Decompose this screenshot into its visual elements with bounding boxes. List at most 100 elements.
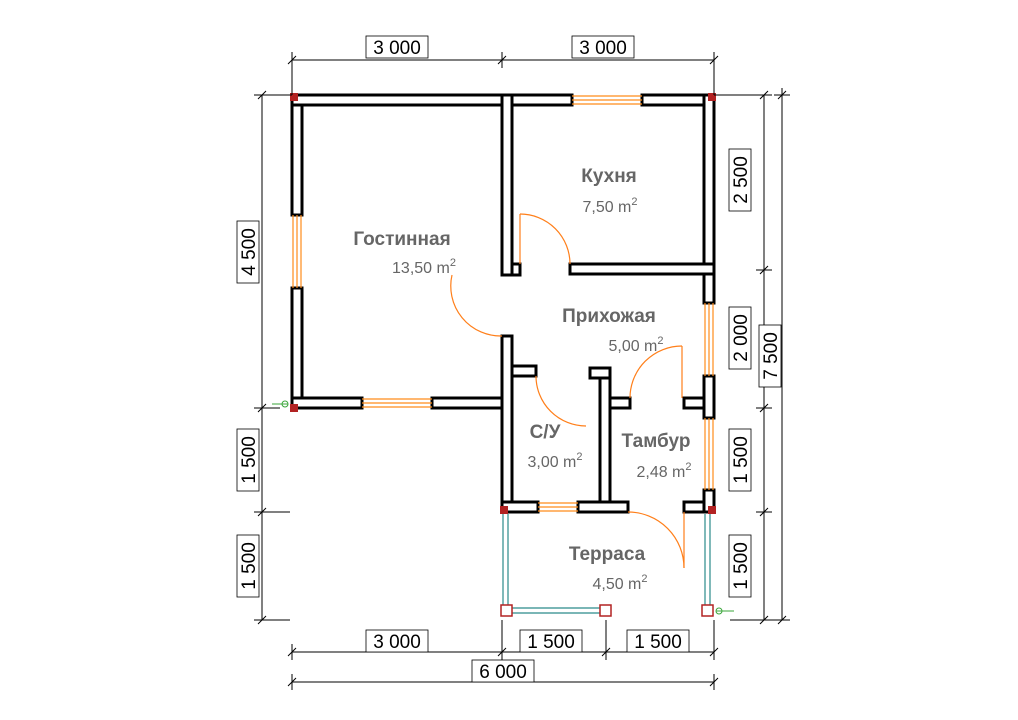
window-left-living (292, 215, 302, 288)
window-top-kitchen (572, 95, 642, 105)
room-bathroom-name: С/У (530, 422, 561, 443)
terrace-post-middle (599, 604, 612, 617)
room-vestibule-name: Тамбур (622, 431, 691, 452)
dim-left-2: 1 500 (236, 428, 260, 492)
room-living: Гостинная 13,50 m2 (353, 229, 456, 277)
doors (450, 213, 685, 569)
window-bottom-living (362, 398, 432, 408)
wall-vest-bottom-stub (682, 500, 706, 514)
dim-right-2-text: 2 000 (731, 314, 752, 362)
dimension-labels: 3 000 3 000 4 500 1 500 1 500 2 500 2 00… (236, 35, 782, 683)
room-bathroom-area: 3,00 m (527, 454, 576, 471)
post-bath (500, 506, 508, 514)
post-top-left (290, 93, 298, 101)
dim-right-2: 2 000 (728, 306, 752, 370)
svg-text:7,50 m2: 7,50 m2 (582, 196, 637, 216)
wall-bath-bottom-right (576, 500, 630, 514)
room-vestibule-area: 2,48 m (636, 464, 685, 481)
door-kitchen (519, 213, 571, 265)
dim-bottom-2-text: 1 500 (527, 632, 575, 653)
room-living-name: Гостинная (353, 229, 450, 250)
dim-left-2-text: 1 500 (239, 436, 260, 484)
wall-living-kitchen-stub (510, 262, 522, 277)
wall-vest-right-stub (682, 396, 706, 410)
svg-text:3,00 m2: 3,00 m2 (527, 451, 582, 471)
room-terrace-name: Терраса (569, 544, 646, 565)
terrace-posts (500, 604, 714, 617)
room-terrace-area: 4,50 m (592, 576, 641, 593)
dim-top-2-text: 3 000 (579, 38, 627, 59)
level-markers (272, 400, 734, 615)
room-hall-name: Прихожая (562, 306, 656, 327)
dim-right-1-text: 2 500 (731, 156, 752, 204)
wall-left-upper (290, 93, 304, 217)
wall-living-bottom-right (430, 396, 514, 410)
wall-bath-left-stub (510, 364, 538, 378)
room-terrace-area-unit: 2 (641, 573, 647, 585)
window-right-vestibule (704, 418, 714, 490)
dim-bottom-1-text: 3 000 (373, 632, 421, 653)
svg-text:13,50 m2: 13,50 m2 (392, 257, 456, 277)
room-kitchen: Кухня 7,50 m2 (581, 166, 637, 216)
dim-bottom-1: 3 000 (365, 629, 429, 653)
post-top-right (708, 93, 716, 101)
dim-right-4: 1 500 (728, 534, 752, 598)
wall-living-kitchen (500, 93, 514, 277)
dim-top-1: 3 000 (365, 35, 429, 59)
dim-left-3: 1 500 (236, 534, 260, 598)
terrace-railing (502, 514, 711, 614)
windows (292, 95, 714, 512)
dim-bottom-2: 1 500 (519, 629, 583, 653)
room-living-area-unit: 2 (450, 257, 456, 269)
post-bottom-left (290, 404, 298, 412)
door-vestibule (629, 345, 683, 399)
wall-kitchen-bottom (568, 262, 716, 276)
room-kitchen-area-unit: 2 (631, 196, 637, 208)
dim-right-3: 1 500 (728, 428, 752, 492)
wall-top-living (290, 93, 574, 107)
room-hall-area: 5,00 m (608, 338, 657, 355)
dim-top-1-text: 3 000 (373, 38, 421, 59)
wall-bath-right-stub (588, 366, 612, 380)
dim-top-2: 3 000 (571, 35, 635, 59)
dim-bottom-3-text: 1 500 (634, 632, 682, 653)
room-kitchen-area: 7,50 m (582, 199, 631, 216)
room-bathroom-area-unit: 2 (576, 451, 582, 463)
wall-vest-stub (608, 396, 632, 410)
wall-left-lower (290, 286, 304, 410)
room-kitchen-name: Кухня (581, 166, 637, 187)
room-bathroom: С/У 3,00 m2 (527, 422, 582, 471)
room-terrace: Терраса 4,50 m2 (569, 544, 648, 593)
room-vestibule-area-unit: 2 (685, 461, 691, 473)
room-labels: Гостинная 13,50 m2 Кухня 7,50 m2 Прихожа… (353, 166, 691, 593)
dim-right-total: 7 500 (758, 324, 782, 388)
corner-posts (290, 93, 716, 514)
svg-text:5,00 m2: 5,00 m2 (608, 335, 663, 355)
window-bath-bottom (538, 502, 578, 512)
dim-left-1: 4 500 (236, 220, 260, 284)
dim-right-3-text: 1 500 (731, 436, 752, 484)
svg-text:4,50 m2: 4,50 m2 (592, 573, 647, 593)
room-living-area: 13,50 m (392, 260, 450, 277)
window-right-hall (704, 303, 714, 376)
wall-living-bottom-left (290, 396, 364, 410)
wall-bath-right (598, 366, 612, 514)
room-hall: Прихожая 5,00 m2 (562, 306, 663, 355)
wall-bath-left (500, 334, 514, 514)
room-hall-area-unit: 2 (657, 335, 663, 347)
dim-right-total-text: 7 500 (761, 332, 782, 380)
dim-bottom-total-text: 6 000 (479, 662, 527, 683)
door-terrace (627, 511, 685, 569)
door-living (450, 274, 503, 337)
dim-right-1: 2 500 (728, 148, 752, 212)
door-bath (535, 375, 587, 427)
dim-bottom-3: 1 500 (626, 629, 690, 653)
walls (290, 93, 716, 514)
dim-right-4-text: 1 500 (731, 542, 752, 590)
room-vestibule: Тамбур 2,48 m2 (622, 431, 692, 481)
post-vest (708, 506, 716, 514)
dim-left-1-text: 4 500 (239, 228, 260, 276)
dim-left-3-text: 1 500 (239, 542, 260, 590)
dim-bottom-total: 6 000 (471, 659, 535, 683)
